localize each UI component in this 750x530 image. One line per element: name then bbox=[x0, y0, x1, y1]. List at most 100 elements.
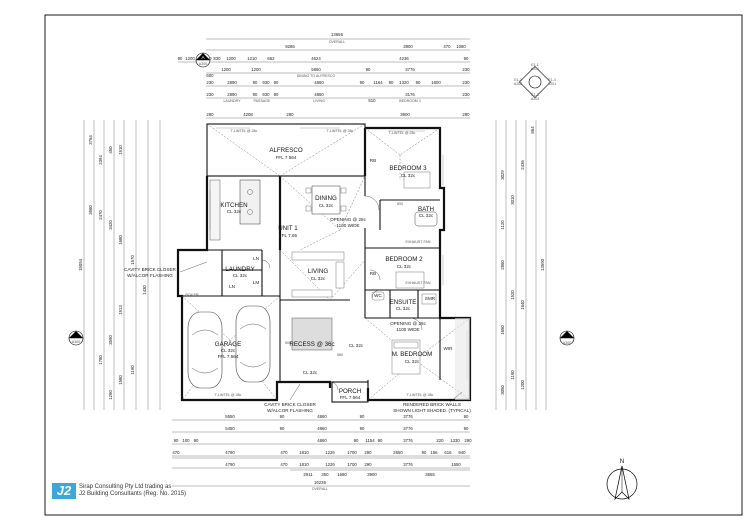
room-garage-name: GARAGE bbox=[215, 341, 241, 348]
dim-bot-r5-5: 290 bbox=[364, 462, 372, 467]
dim-top-r5-1: 2890 bbox=[227, 92, 237, 97]
dim-bot-r8-sub: OVERALL bbox=[312, 487, 329, 491]
dim-top-r4-7: 1164 bbox=[373, 80, 383, 85]
dim-top-r3-2: 1200 bbox=[251, 67, 261, 72]
dim-top-r2-6: 1210 bbox=[247, 56, 257, 61]
note-opening1b: 1100 WIDE bbox=[336, 223, 359, 228]
room-dining-cl: CL 32c bbox=[319, 203, 334, 208]
dim-top-r5-0: 230 bbox=[206, 92, 214, 97]
dim-bot-r1-2: 4860 bbox=[317, 414, 327, 419]
right-dimensions: 864 3029 2436 3010 1120 2860 1520 1640 1… bbox=[495, 120, 547, 410]
tag-w580: 580 bbox=[337, 353, 343, 357]
dim-bot-r1-4: 3776 bbox=[403, 414, 413, 419]
dim-bot-r3-2: 90 bbox=[194, 438, 199, 443]
room-kitchen-cl: CL 32c bbox=[227, 209, 242, 214]
dim-top-r4-4: 90 bbox=[274, 80, 279, 85]
dim-top-r4-9: 1320 bbox=[399, 80, 409, 85]
dim-top-r4-3: 930 bbox=[262, 80, 270, 85]
room-dining-name: DINING bbox=[315, 195, 337, 202]
dim-left-a7: 1680 bbox=[118, 235, 123, 245]
dim-top-r2-5: 1200 bbox=[226, 56, 236, 61]
section-marker-a-top: A A300 bbox=[195, 52, 211, 68]
dim-top-r5-2: 90 bbox=[253, 92, 258, 97]
dim-right-a0: 864 bbox=[530, 126, 535, 134]
note-exhaust1: EXHAUST FAN bbox=[406, 240, 431, 244]
dim-top-r6-3: 3900 bbox=[400, 112, 410, 117]
section-a-right-ref: A300 bbox=[563, 341, 571, 345]
dim-top-r3-4: 90 bbox=[366, 67, 371, 72]
dim-bot-r1-0: 5550 bbox=[225, 414, 235, 419]
dim-top-r2-9: 4236 bbox=[399, 56, 409, 61]
section-marker-a-left: A300 bbox=[68, 330, 84, 346]
bottom-dimensions: 5550 90 4860 90 3776 90 5450 90 4860 90 … bbox=[172, 414, 472, 491]
elevation-marker: E1-1 A201 E1-2 A202 E1-3 A203 E1-4 A201 bbox=[514, 63, 556, 101]
dim-bot-r3-6: 90 bbox=[378, 438, 383, 443]
note-cavity2b: W/ALCOR FLASHING bbox=[267, 408, 313, 413]
sheet-border bbox=[44, 14, 743, 516]
note-tlintel-d: T-LINTEL @ 28c bbox=[215, 393, 242, 397]
dim-right-a6: 1520 bbox=[510, 290, 515, 300]
note-cavity1b: W/ALCOR FLASHING bbox=[127, 273, 173, 278]
room-porch-name: PORCH bbox=[339, 388, 361, 395]
note-tlintel-e: T-LINTEL @ 28c bbox=[407, 393, 434, 397]
room-labels: ALFRESCO FFL 7.564 KITCHEN CL 32c DINING… bbox=[185, 147, 453, 400]
tag-rb2: RB bbox=[370, 271, 376, 276]
dim-bot-r7-2: 1690 bbox=[337, 472, 347, 477]
dim-top-r4-10: 90 bbox=[416, 80, 421, 85]
dim-bot-r4-8: 90 bbox=[422, 450, 427, 455]
elev-e2-ref: A202 bbox=[514, 82, 522, 86]
dim-bot-r3-5: 1154 bbox=[365, 438, 375, 443]
room-porch-ffl: FFL 7.564 bbox=[340, 395, 361, 400]
note-exhaust2: EXHAUST FAN bbox=[406, 281, 431, 285]
dim-top-r5-sub1: PASSAGE bbox=[254, 99, 272, 103]
dim-bot-r5-4: 1700 bbox=[347, 462, 357, 467]
dim-bot-r3-8: 220 bbox=[436, 438, 444, 443]
elev-e4-ref: A201 bbox=[548, 82, 556, 86]
dim-top-r2-4: 830 bbox=[213, 56, 221, 61]
dim-top-r5-6: 510 bbox=[368, 98, 376, 103]
north-arrow: N bbox=[606, 458, 638, 501]
dim-left-a13: 1190 bbox=[130, 365, 135, 375]
dim-left-a12: 1780 bbox=[98, 355, 103, 365]
tag-ln2: LN bbox=[229, 284, 235, 289]
room-living-name: LIVING bbox=[308, 268, 328, 275]
note-rendered1: RENDERED BRICK WALLS bbox=[403, 402, 461, 407]
note-tlintel-c: T-LINTEL @ 28c bbox=[389, 131, 416, 135]
dim-bot-r8-0: 16236 bbox=[314, 480, 327, 485]
dim-bot-r4-7: 2650 bbox=[393, 450, 403, 455]
dim-top-r5-7: 3176 bbox=[405, 92, 415, 97]
dim-top-r3-1: 1200 bbox=[221, 67, 231, 72]
room-bedroom3-name: BEDROOM 3 bbox=[389, 165, 427, 172]
dim-bot-r4-2: 470 bbox=[280, 450, 288, 455]
dim-top-r4-5: 4860 bbox=[314, 80, 324, 85]
dim-bot-r4-10: 616 bbox=[444, 450, 452, 455]
room-bath-name: BATH bbox=[418, 206, 434, 213]
dim-bot-r7-3: 3900 bbox=[367, 472, 377, 477]
note-opening2: OPENING @ 28c bbox=[390, 321, 427, 326]
dim-bot-r3-1: 100 bbox=[182, 438, 190, 443]
dim-right-a11: 3050 bbox=[500, 385, 505, 395]
room-unit-ffl: FFL 7.65 bbox=[279, 233, 298, 238]
dim-left-overall: 15094 bbox=[78, 258, 83, 271]
dim-left-a5: 2470 bbox=[98, 210, 103, 220]
dim-bot-r3-0: 90 bbox=[174, 438, 179, 443]
dim-top-r6-2: 290 bbox=[286, 112, 294, 117]
dim-top-r3-sub: DINING TO ALFRESCO bbox=[297, 74, 336, 78]
room-ensuite-cl: CL 32c bbox=[396, 306, 411, 311]
dim-bot-r5-6: 3776 bbox=[403, 462, 413, 467]
dim-bot-r3-3: 4860 bbox=[317, 438, 327, 443]
top-dimensions: 13656 OVERALL 9286 3900 470 1080 90 1200… bbox=[178, 32, 470, 119]
dim-left-a11: 3590 bbox=[108, 335, 113, 345]
dim-bot-r2-4: 3776 bbox=[403, 426, 413, 431]
dim-top-r3-3: 5860 bbox=[311, 67, 321, 72]
room-mbedroom-name: M. BEDROOM bbox=[392, 351, 433, 358]
room-bedroom2-name: BEDROOM 2 bbox=[385, 256, 423, 263]
dim-left-a8: 1570 bbox=[130, 255, 135, 265]
note-rendered2: SHOWN LIGHT SHADED. (TYPICAL) bbox=[393, 408, 471, 413]
dim-top-r6-1: 4208 bbox=[243, 112, 253, 117]
dim-top-r1-1: 3900 bbox=[403, 44, 413, 49]
room-unit-name: UNIT 1 bbox=[278, 225, 298, 232]
dim-bot-r2-3: 90 bbox=[360, 426, 365, 431]
dim-top-r5-sub3: BEDROOM 3 bbox=[399, 99, 421, 103]
dim-bot-r2-2: 4860 bbox=[317, 426, 327, 431]
